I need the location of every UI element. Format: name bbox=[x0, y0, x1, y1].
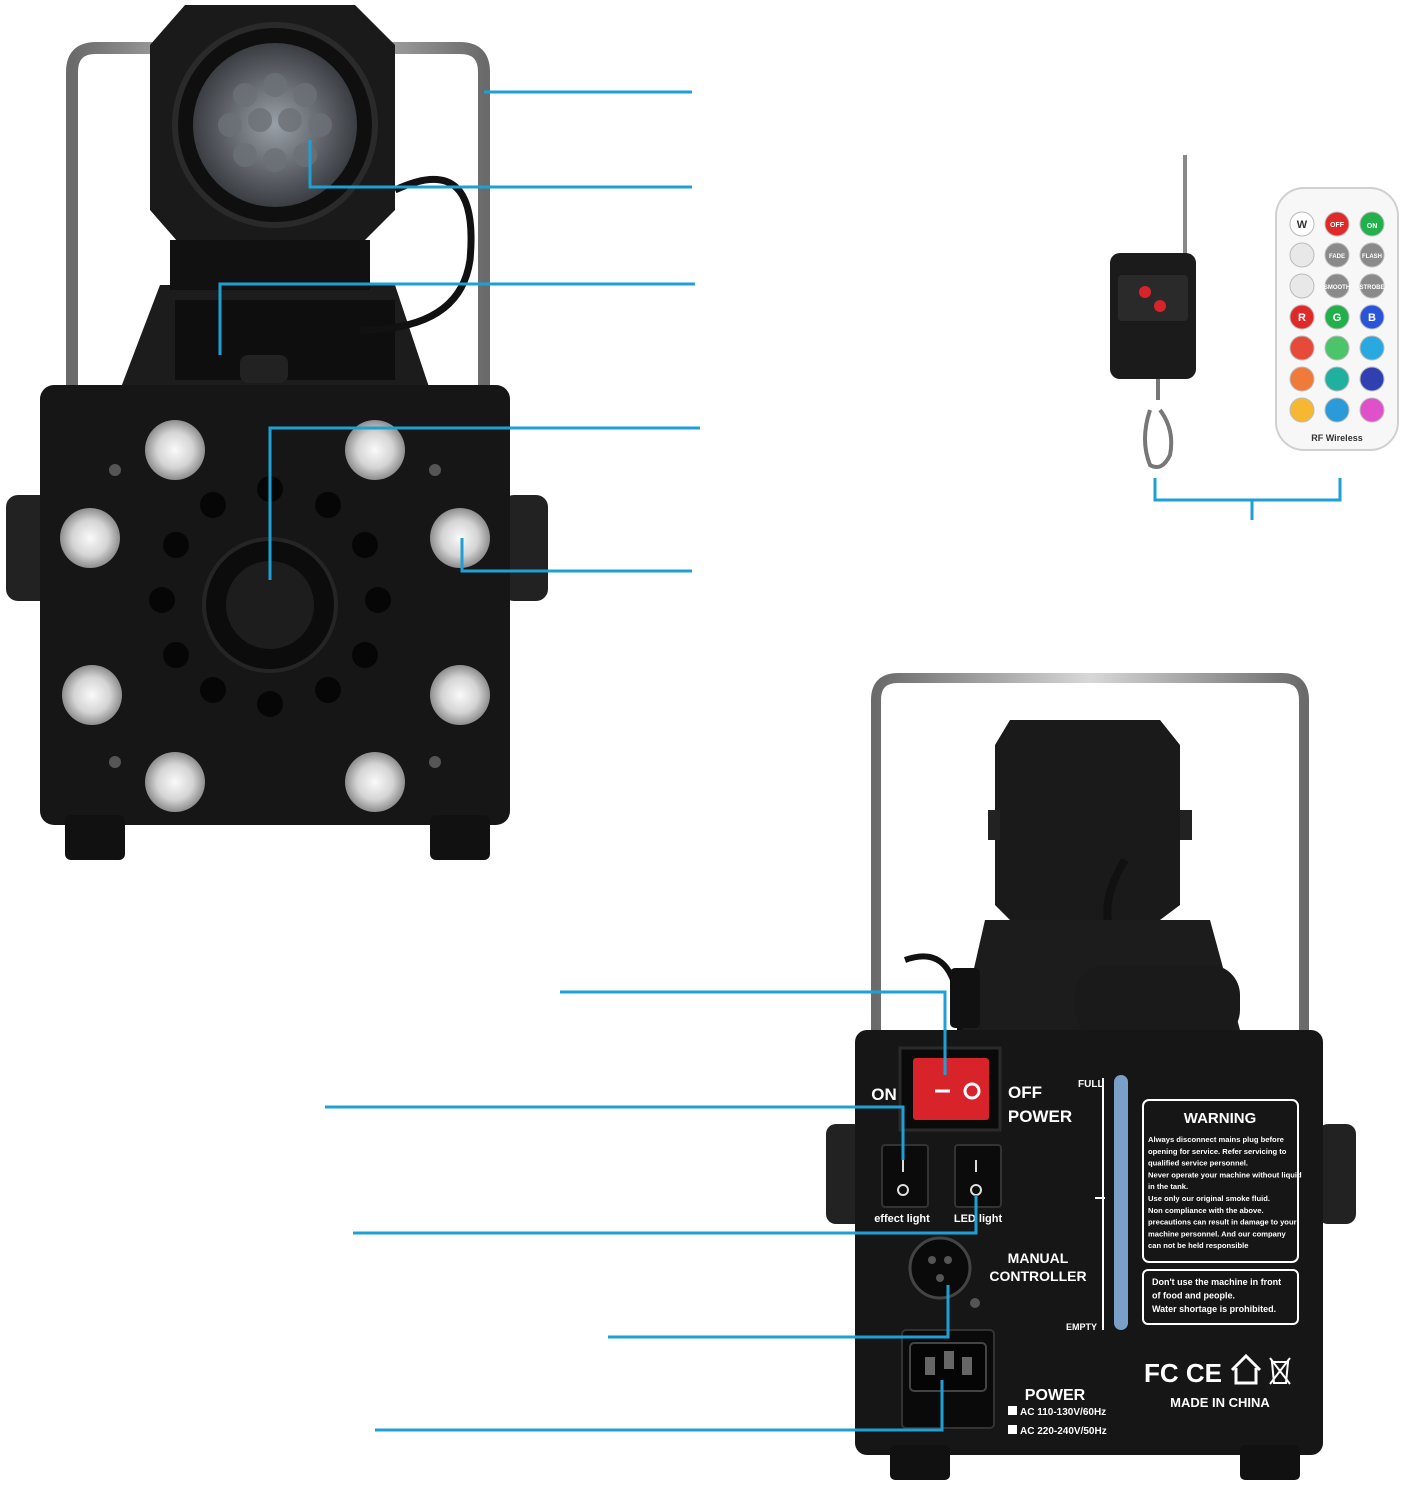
notice-line: Water shortage is prohibited. bbox=[1152, 1304, 1276, 1314]
power-rocker-switch bbox=[913, 1058, 989, 1120]
projector-lens bbox=[193, 43, 357, 207]
remote-button bbox=[1324, 397, 1350, 423]
leader-controller-socket bbox=[608, 1285, 950, 1339]
remote-button-label: W bbox=[1297, 219, 1308, 231]
leader-led bbox=[460, 538, 692, 573]
remote-button bbox=[1289, 242, 1315, 268]
manual-controller-word: MANUAL bbox=[1008, 1250, 1069, 1266]
warning-line: qualified service personnel. bbox=[1148, 1159, 1248, 1168]
front-view-machine bbox=[6, 5, 548, 860]
remote-button bbox=[1359, 304, 1385, 330]
remote-button bbox=[1289, 397, 1315, 423]
remote-button-label: B bbox=[1368, 312, 1376, 324]
remote-button bbox=[1289, 304, 1315, 330]
front-right-knob bbox=[502, 495, 548, 601]
warning-title: WARNING bbox=[1184, 1110, 1257, 1127]
remote-button bbox=[1324, 211, 1350, 237]
remote-button bbox=[1359, 242, 1385, 268]
remote-button-label: G bbox=[1333, 312, 1342, 324]
remote-button bbox=[1324, 304, 1350, 330]
remote-button bbox=[1359, 273, 1385, 299]
back-handle-frame bbox=[871, 673, 1309, 1040]
remote-button-label: FLASH bbox=[1362, 254, 1382, 260]
label-power-switch: POWER bbox=[1008, 1107, 1072, 1126]
tank-cap bbox=[1075, 965, 1240, 1040]
remote-button bbox=[1324, 242, 1350, 268]
leader-projector bbox=[308, 140, 692, 189]
remote-button-label: OFF bbox=[1330, 222, 1345, 229]
leader-effect-switch bbox=[325, 1105, 905, 1160]
notice-line: Don't use the machine in front bbox=[1152, 1277, 1281, 1287]
warning-box bbox=[1142, 1099, 1299, 1263]
remote-button bbox=[1359, 211, 1385, 237]
remote-button bbox=[1324, 273, 1350, 299]
label-effect-light: effect light bbox=[874, 1213, 930, 1225]
front-leader-lines bbox=[218, 90, 700, 580]
label-led-light: LED light bbox=[954, 1213, 1003, 1225]
house-icon bbox=[1230, 1353, 1262, 1385]
manual-controller-word: CONTROLLER bbox=[989, 1268, 1086, 1284]
warning-line: precautions can result in damage to your bbox=[1148, 1218, 1297, 1227]
remote-button-label: STROBE bbox=[1359, 285, 1384, 291]
warning-line: in the tank. bbox=[1148, 1182, 1188, 1191]
back-view-machine: ON OFF POWER effect light LED light MANU… bbox=[826, 673, 1356, 1480]
led-lights bbox=[60, 420, 490, 812]
label-gauge-full: FULL bbox=[1078, 1079, 1104, 1090]
remote-button bbox=[1289, 211, 1315, 237]
led-light-switch bbox=[954, 1144, 1002, 1208]
label-off: OFF bbox=[1008, 1083, 1042, 1102]
effect-light-switch bbox=[881, 1144, 929, 1208]
leader-nozzle bbox=[268, 426, 700, 580]
warning-line: can not be held responsible bbox=[1148, 1241, 1248, 1250]
made-in-label: MADE IN CHINA bbox=[1170, 1395, 1270, 1410]
remote-brand-text: RF Wireless bbox=[1311, 433, 1362, 443]
remote-button bbox=[1289, 366, 1315, 392]
leader-led-switch bbox=[353, 1195, 978, 1235]
cert-marks: FC CE bbox=[1144, 1358, 1222, 1388]
weee-bin-icon bbox=[1269, 1357, 1291, 1385]
vent-holes bbox=[149, 476, 391, 717]
warning-text: Always disconnect mains plug before openi… bbox=[1148, 1135, 1302, 1250]
remote-button-label: SMOOTH bbox=[1324, 285, 1350, 291]
label-voltage-2: AC 220-240V/50Hz bbox=[1020, 1426, 1107, 1437]
remote-button-grid: W OFF ON FADE FLASH SMOOTH STROBE R G B bbox=[1289, 211, 1385, 423]
leader-power-inlet bbox=[375, 1380, 944, 1432]
warning-line: Non compliance with the above. bbox=[1148, 1206, 1264, 1215]
remote-button bbox=[1289, 273, 1315, 299]
remote-button-label: R bbox=[1298, 312, 1306, 324]
label-power-inlet: POWER bbox=[1025, 1387, 1086, 1404]
label-voltage-1: AC 110-130V/60Hz bbox=[1020, 1407, 1106, 1418]
leader-remotes bbox=[1153, 478, 1342, 520]
notice-box bbox=[1142, 1269, 1299, 1325]
remote-button bbox=[1324, 335, 1350, 361]
leader-power-switch bbox=[560, 990, 947, 1075]
remote-button bbox=[1359, 335, 1385, 361]
warning-line: Never operate your machine without liqui… bbox=[1148, 1170, 1302, 1179]
leader-bracket-knob bbox=[218, 282, 695, 355]
notice-text: Don't use the machine in front of food an… bbox=[1152, 1277, 1281, 1314]
bracket-knob bbox=[240, 355, 288, 383]
fluid-level-window bbox=[1114, 1075, 1128, 1330]
label-manual: MANUAL CONTROLLER bbox=[989, 1250, 1086, 1284]
label-on: ON bbox=[871, 1085, 897, 1104]
warning-line: Always disconnect mains plug before bbox=[1148, 1135, 1284, 1144]
rf-keyfob-remote bbox=[1110, 155, 1196, 469]
remote-button-label: FADE bbox=[1329, 254, 1345, 260]
warning-line: machine personnel. And our company bbox=[1148, 1229, 1286, 1238]
warning-line: opening for service. Refer servicing to bbox=[1148, 1147, 1287, 1156]
remote-button bbox=[1359, 397, 1385, 423]
remote-button bbox=[1359, 366, 1385, 392]
keyring bbox=[1143, 379, 1174, 469]
notice-line: of food and people. bbox=[1152, 1291, 1235, 1301]
ir-color-remote: W OFF ON FADE FLASH SMOOTH STROBE R G B RF Wirele… bbox=[1275, 187, 1399, 451]
warning-line: Use only our original smoke fluid. bbox=[1148, 1194, 1270, 1203]
remote-button bbox=[1324, 366, 1350, 392]
back-leader-lines bbox=[325, 990, 978, 1432]
back-projector-head bbox=[995, 720, 1180, 920]
remote-button-label: ON bbox=[1367, 223, 1378, 230]
label-gauge-empty: EMPTY bbox=[1066, 1322, 1097, 1332]
manual-controller-socket bbox=[908, 1236, 972, 1300]
remote-button bbox=[1289, 335, 1315, 361]
